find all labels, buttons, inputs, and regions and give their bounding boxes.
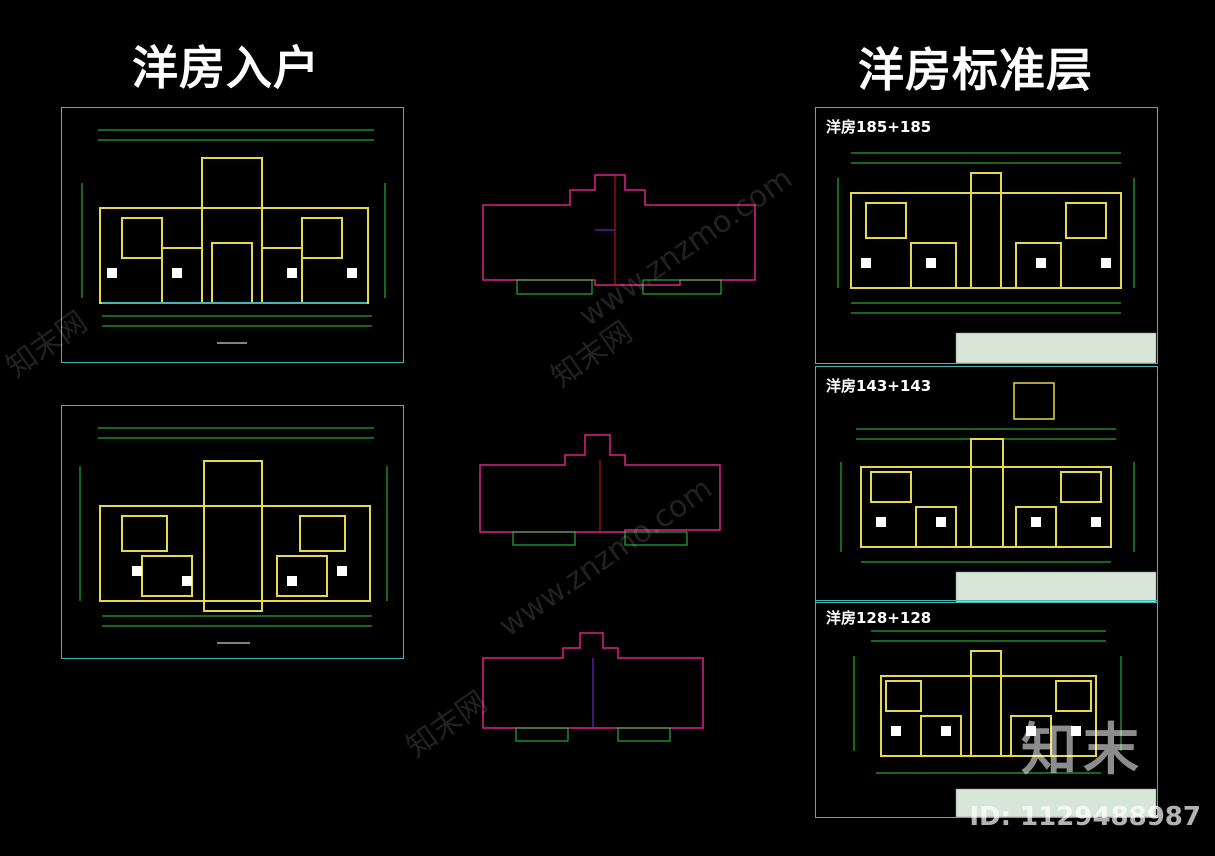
outline-diagram-3 [482,632,704,742]
heading-entrance: 洋房入户 [132,41,320,95]
entrance-plan-frame-2 [61,405,404,659]
plan-label-143: 洋房143+143 [826,377,932,395]
heading-standard-floor: 洋房标准层 [858,43,1093,97]
outline-diagram-2 [479,434,721,546]
standard-plan-frame-1: 洋房185+185 [815,107,1158,364]
plan-label-185: 洋房185+185 [826,118,932,136]
standard-plan-drawing-1 [837,152,1157,364]
brand-logo: 知末 [1021,718,1145,783]
image-id: ID: 1129488987 [969,802,1201,832]
entrance-plan-frame-1 [61,107,404,363]
outline-diagram-1 [482,174,756,295]
standard-plan-frame-3: 洋房128+128 [815,600,1158,818]
plan-label-128: 洋房128+128 [826,609,932,627]
standard-plan-drawing-3 [853,630,1157,818]
watermark-cn: 知末网 [545,314,639,396]
entrance-plan-drawing-1 [81,129,386,344]
standard-plan-drawing-2 [840,382,1157,603]
standard-plan-frame-2: 洋房143+143 [815,366,1158,603]
entrance-plan-drawing-2 [79,427,388,644]
